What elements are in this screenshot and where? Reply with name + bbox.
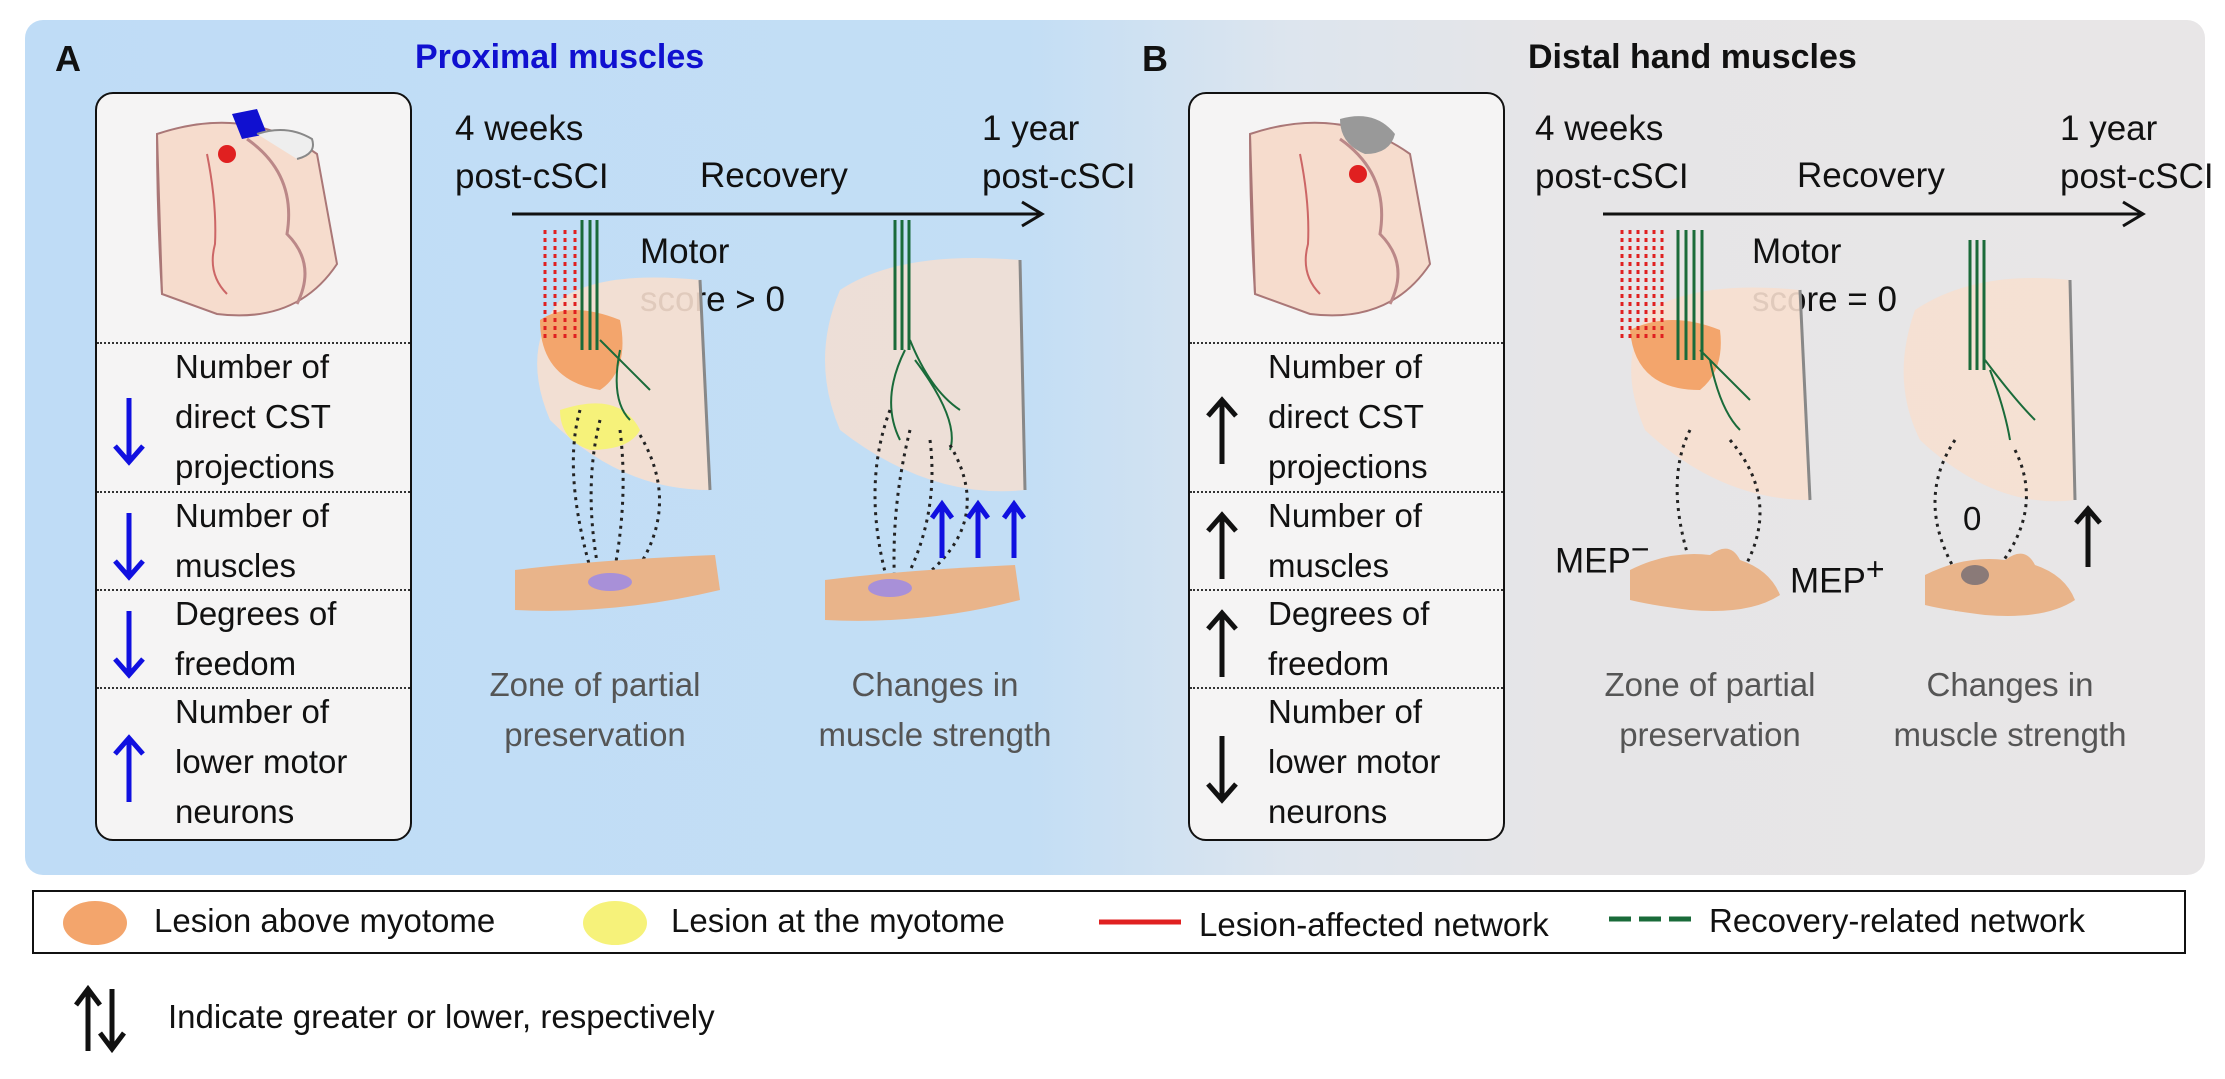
spinal-cord-section-a-early <box>537 220 712 602</box>
decrease-arrow-icon <box>1206 736 1238 804</box>
mep-plus-sign: + <box>1865 551 1885 587</box>
legend-lesion-at: Lesion at the myotome <box>671 902 1005 939</box>
panel-b-letter: B <box>1142 38 1168 79</box>
mep-minus-sign: − <box>1630 531 1650 567</box>
timeline-arrow <box>1603 200 2146 228</box>
timeline-mid-label: Recovery <box>700 156 848 195</box>
timeline-arrow <box>512 200 1045 228</box>
mep-minus-text: MEP <box>1555 541 1631 581</box>
row-direct-cst: Number of direct CST projections <box>1268 348 1428 485</box>
increase-arrow-icon <box>2074 505 2102 567</box>
panel-b-summary-box: Number of direct CST projections Number … <box>1188 92 1505 841</box>
increase-arrow-icon <box>929 499 1027 558</box>
row-lower-motor-neurons: Number of lower motor neurons <box>175 693 348 830</box>
timeline-start-label: 4 weeks post-cSCI <box>455 109 609 196</box>
brain-cortex-illustration-a <box>155 109 339 317</box>
legend-recovery-network: Recovery-related network <box>1709 902 2085 939</box>
mep-plus-text: MEP <box>1790 561 1866 601</box>
timeline-end-label: 1 year post-cSCI <box>2060 109 2214 196</box>
decrease-arrow-icon <box>113 611 145 679</box>
spinal-cord-section-b-late <box>1903 240 2077 612</box>
up-down-arrows-icon <box>74 984 126 1054</box>
row-muscles: Number of muscles <box>1268 497 1423 584</box>
panel-a-summary-box: Number of direct CST projections Number … <box>95 92 412 841</box>
row-divider <box>97 589 410 591</box>
caption-zone-partial-preservation-b: Zone of partial preservation <box>1604 666 1816 753</box>
row-degrees-of-freedom: Degrees of freedom <box>1268 595 1430 682</box>
footnote-text: Indicate greater or lower, respectively <box>168 998 715 1035</box>
panel-b-title: Distal hand muscles <box>1528 38 1857 76</box>
legend-lesion-above: Lesion above myotome <box>154 902 496 939</box>
row-divider <box>1190 687 1503 689</box>
caption-muscle-strength-a: Changes in muscle strength <box>818 666 1052 753</box>
hand-illustration-b-late <box>1925 553 2075 616</box>
mep-plus-label: MEP+ <box>1790 545 1885 606</box>
row-divider <box>1190 491 1503 493</box>
zero-label: 0 <box>1963 500 1982 537</box>
legend-lesion-network: Lesion-affected network <box>1199 906 1549 943</box>
lesion-at-swatch <box>583 901 647 945</box>
row-direct-cst: Number of direct CST projections <box>175 348 335 485</box>
caption-zone-partial-preservation-a: Zone of partial preservation <box>489 666 701 753</box>
hand-illustration-b-early <box>1630 548 1780 611</box>
lesion-network-line <box>1099 919 1181 925</box>
increase-arrow-icon <box>113 734 145 802</box>
row-divider <box>97 342 410 344</box>
recovery-network-line <box>1609 916 1694 922</box>
forearm-illustration-a-early <box>515 555 720 611</box>
row-muscles: Number of muscles <box>175 497 330 584</box>
timeline-mid-label: Recovery <box>1797 156 1945 195</box>
row-divider <box>97 687 410 689</box>
decrease-arrow-icon <box>113 398 145 466</box>
legend-box: Lesion above myotome Lesion at the myoto… <box>32 890 2186 954</box>
spinal-cord-section-a-late <box>825 220 1027 592</box>
panel-a-letter: A <box>55 38 81 79</box>
panel-a-title: Proximal muscles <box>415 38 705 76</box>
increase-arrow-icon <box>1206 609 1238 677</box>
spinal-cord-section-b-early <box>1620 230 1812 591</box>
row-divider <box>1190 342 1503 344</box>
row-divider <box>1190 589 1503 591</box>
caption-muscle-strength-b: Changes in muscle strength <box>1893 666 2127 753</box>
brain-cortex-illustration-b <box>1248 116 1432 317</box>
forearm-illustration-a-late <box>825 565 1020 621</box>
mep-minus-label: MEP− <box>1555 525 1650 586</box>
decrease-arrow-icon <box>113 513 145 581</box>
row-divider <box>97 491 410 493</box>
row-degrees-of-freedom: Degrees of freedom <box>175 595 337 682</box>
row-lower-motor-neurons: Number of lower motor neurons <box>1268 693 1441 830</box>
lesion-above-swatch <box>63 901 127 945</box>
timeline-end-label: 1 year post-cSCI <box>982 109 1136 196</box>
increase-arrow-icon <box>1206 396 1238 464</box>
increase-arrow-icon <box>1206 511 1238 579</box>
timeline-start-label: 4 weeks post-cSCI <box>1535 109 1689 196</box>
